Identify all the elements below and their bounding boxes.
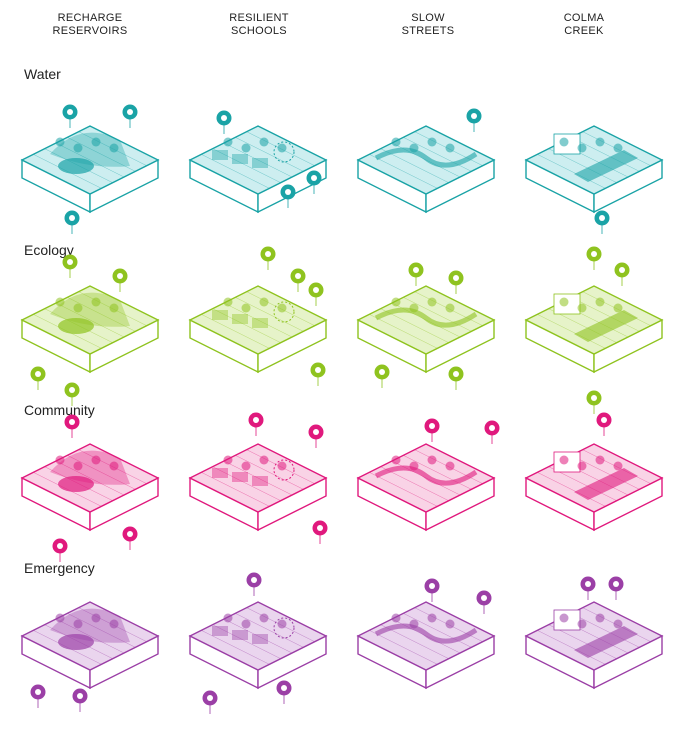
block-community-recharge-reservoirs [20,443,160,532]
deer-icon [62,254,78,278]
block-ecology-recharge-reservoirs [20,285,160,374]
tree-icon [448,270,464,294]
tree-icon [260,246,276,270]
row-label-emergency: Emergency [24,560,95,576]
row-label-water: Water [24,66,61,82]
wave-icon [62,104,78,128]
shelter-icon [246,572,262,596]
power-icon [276,680,292,704]
block-water-slow-streets [356,125,496,214]
mountain-icon [122,104,138,128]
block-community-slow-streets [356,443,496,532]
block-water-resilient-schools [188,125,328,214]
bike-icon [608,576,624,600]
block-emergency-resilient-schools [188,601,328,690]
bike-icon [424,418,440,442]
boat-icon [466,108,482,132]
drop-icon [30,684,46,708]
block-emergency-slow-streets [356,601,496,690]
school-icon [216,110,232,134]
trees-icon [112,268,128,292]
bike-icon [424,578,440,602]
block-ecology-colma-creek [524,285,664,374]
block-community-colma-creek [524,443,664,532]
fish-icon [64,382,80,406]
bird-icon [374,364,390,388]
row-label-community: Community [24,402,95,418]
block-emergency-colma-creek [524,601,664,690]
info-icon [122,526,138,550]
block-emergency-recharge-reservoirs [20,601,160,690]
boat-icon [586,390,602,414]
bike-icon [308,424,324,448]
plant-icon [310,362,326,386]
tree-icon [64,210,80,234]
bird-icon [308,282,324,306]
play-icon [306,170,322,194]
bird-icon [290,268,306,292]
bird-icon [30,366,46,390]
row-label-ecology: Ecology [24,242,74,258]
boat-icon [448,366,464,390]
bird-icon [408,262,424,286]
battery-icon [202,690,218,714]
block-water-colma-creek [524,125,664,214]
bird-icon [614,262,630,286]
tree-icon [586,246,602,270]
walk-icon [484,420,500,444]
store-icon [248,412,264,436]
pump-icon [72,688,88,712]
gathering-icon [52,538,68,562]
market-icon [312,520,328,544]
bucket-icon [280,184,296,208]
block-ecology-slow-streets [356,285,496,374]
bike-icon [596,412,612,436]
block-community-resilient-schools [188,443,328,532]
hiker-icon [64,414,80,438]
walk-icon [476,590,492,614]
family-icon [580,576,596,600]
block-ecology-resilient-schools [188,285,328,374]
boat-icon [594,210,610,234]
block-water-recharge-reservoirs [20,125,160,214]
